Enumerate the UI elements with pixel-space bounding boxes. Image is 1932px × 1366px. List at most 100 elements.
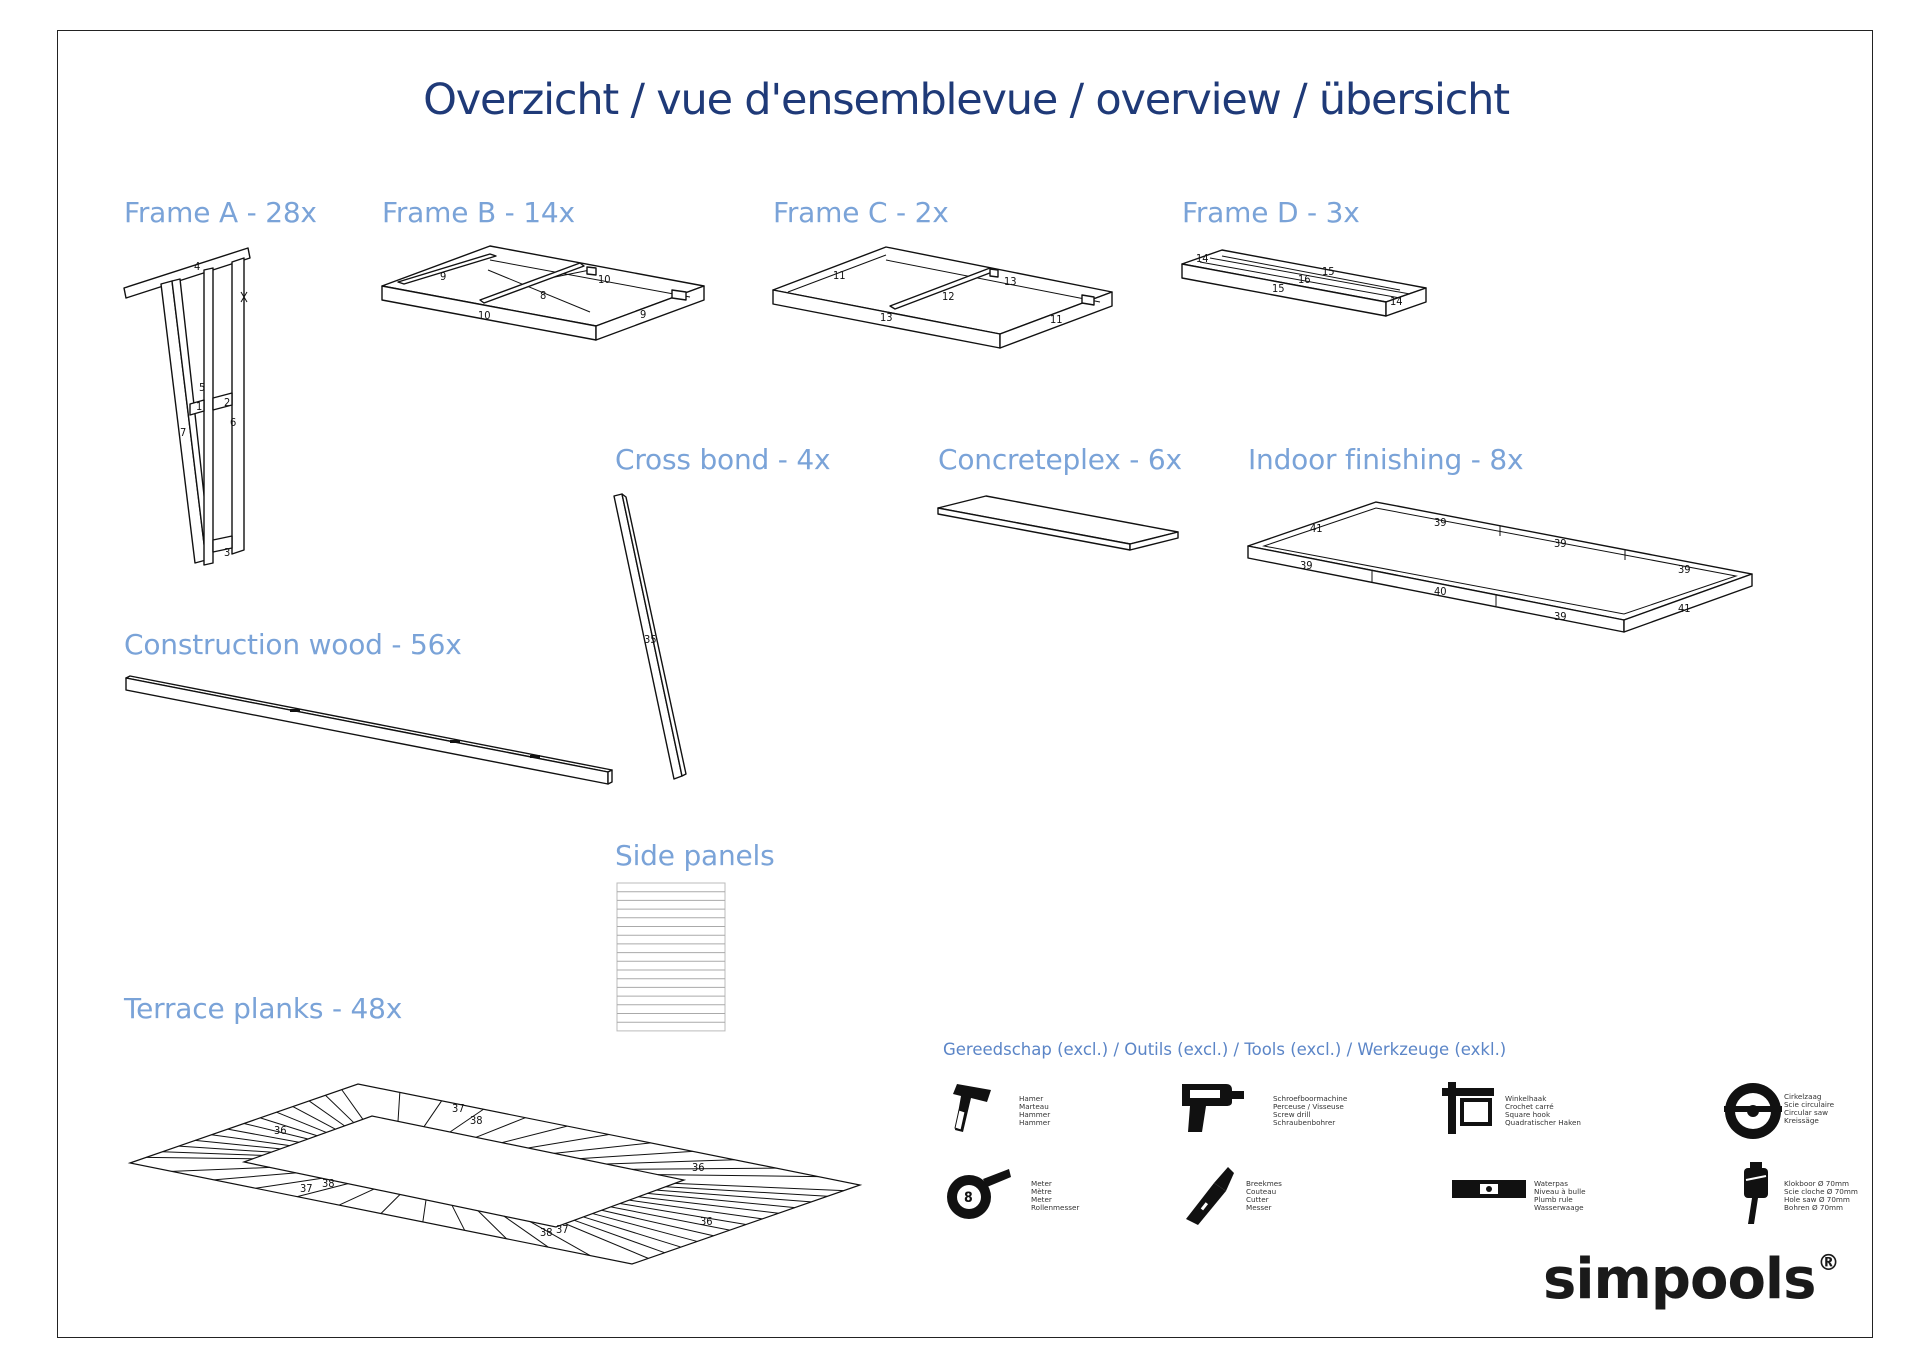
terrace-plank <box>477 1210 507 1240</box>
label-concreteplex: Concreteplex - 6x <box>938 443 1182 476</box>
terrace-plank <box>647 1192 795 1209</box>
tool-name: Hamer <box>1019 1094 1044 1103</box>
label-frame-a: Frame A - 28x <box>124 196 317 229</box>
terrace-plank <box>397 1092 401 1122</box>
tool-name: Scie circulaire <box>1784 1100 1835 1109</box>
tool-name: Square hook <box>1505 1110 1551 1119</box>
tool-name: Circular saw <box>1784 1108 1828 1117</box>
frame-b-drawing: 9 10 8 10 9 <box>381 245 705 341</box>
terrace-num: 36 <box>700 1215 713 1228</box>
frame-d-num: 14 <box>1196 252 1209 265</box>
tool-name: Marteau <box>1019 1102 1049 1111</box>
tool-name: Quadratischer Haken <box>1505 1118 1581 1127</box>
square-icon <box>1442 1082 1494 1134</box>
terrace-plank <box>227 1128 299 1143</box>
page-title: Overzicht / vue d'ensemblevue / overview… <box>423 75 1510 125</box>
terrace-plank <box>171 1166 271 1172</box>
tool-name: Meter <box>1031 1195 1052 1204</box>
terrace-plank <box>619 1203 747 1225</box>
terrace-plank <box>297 1183 349 1198</box>
tape-measure-icon: 8 <box>947 1169 1011 1219</box>
terrace-num: 36 <box>274 1124 287 1137</box>
frame-b-num: 10 <box>598 273 611 286</box>
tool-name: Schraubenbohrer <box>1273 1118 1336 1127</box>
tool-name: Messer <box>1246 1203 1272 1212</box>
frame-a-num: 4 <box>194 260 200 273</box>
frame-a-num: 7 <box>180 426 186 439</box>
indoor-num: 40 <box>1434 585 1447 598</box>
terrace-plank <box>178 1145 272 1153</box>
tool-name: Wasserwaage <box>1534 1203 1584 1212</box>
indoor-num: 39 <box>1434 516 1447 529</box>
terrace-plank <box>631 1167 777 1170</box>
frame-a-num: 5 <box>199 381 205 394</box>
terrace-plank <box>553 1142 651 1154</box>
label-frame-c: Frame C - 2x <box>773 196 949 229</box>
terrace-plank <box>338 1188 375 1206</box>
terrace-plank <box>213 1172 297 1181</box>
frame-a-num: 1 <box>196 400 202 413</box>
registered-mark: ® <box>1817 1251 1839 1276</box>
terrace-plank <box>503 1215 549 1248</box>
frame-a-drawing: 4 5 1 2 6 7 3 <box>123 247 251 566</box>
terrace-num: 37 <box>300 1182 313 1195</box>
terrace-plank <box>475 1117 526 1138</box>
indoor-num: 39 <box>1300 559 1313 572</box>
sheet-border <box>57 30 1873 1338</box>
frame-b-num: 9 <box>440 270 446 283</box>
tool-name: Perceuse / Visseuse <box>1273 1102 1344 1111</box>
label-side-panels: Side panels <box>615 839 775 872</box>
tool-name: Breekmes <box>1246 1179 1282 1188</box>
hammer-icon <box>953 1084 991 1132</box>
frame-b-num: 8 <box>540 289 546 302</box>
terrace-plank <box>255 1177 323 1189</box>
frame-a-num: 3 <box>224 546 230 559</box>
tool-name: Hammer <box>1019 1118 1051 1127</box>
terrace-plank <box>243 1123 309 1140</box>
terrace-plank <box>422 1199 427 1222</box>
brand-logo: simpools® <box>1543 1247 1839 1312</box>
svg-text:8: 8 <box>964 1190 973 1206</box>
brand-name: simpools <box>1543 1247 1816 1312</box>
tool-name: Couteau <box>1246 1187 1277 1196</box>
label-terrace-planks: Terrace planks - 48x <box>124 992 403 1025</box>
frame-a-num: 2 <box>224 396 230 409</box>
terrace-plank <box>308 1100 345 1127</box>
cross-bond-num: 35 <box>644 633 657 646</box>
terrace-plank <box>574 1219 665 1254</box>
terrace-plank <box>162 1151 263 1156</box>
frame-c-drawing: 11 13 12 13 11 <box>772 246 1113 349</box>
frame-d-num: 14 <box>1390 295 1403 308</box>
terrace-plank <box>610 1206 730 1231</box>
terrace-num: 37 <box>452 1102 465 1115</box>
terrace-plank <box>325 1094 355 1123</box>
label-indoor-finishing: Indoor finishing - 8x <box>1248 443 1524 476</box>
terrace-plank <box>657 1174 819 1178</box>
frame-d-num: 15 <box>1322 265 1335 278</box>
terrace-plank <box>292 1106 336 1130</box>
frame-d-num: 15 <box>1272 282 1285 295</box>
tool-name: Cutter <box>1246 1195 1269 1204</box>
frame-a-num: 6 <box>230 416 236 429</box>
label-cross-bond: Cross bond - 4x <box>615 443 831 476</box>
tool-name: Winkelhaak <box>1505 1094 1547 1103</box>
terrace-plank <box>211 1134 290 1147</box>
drill-icon <box>1182 1084 1244 1132</box>
terrace-plank <box>380 1194 401 1214</box>
terrace-num: 37 <box>556 1223 569 1236</box>
tool-name: Hammer <box>1019 1110 1051 1119</box>
spirit-level-icon <box>1452 1180 1526 1198</box>
tool-name: Crochet carré <box>1505 1102 1554 1111</box>
terrace-plank <box>601 1209 714 1237</box>
tool-name: Mètre <box>1031 1187 1052 1196</box>
terrace-plank <box>529 1221 591 1257</box>
side-panels-drawing <box>616 882 726 1032</box>
frame-c-num: 12 <box>942 290 955 303</box>
tool-name: Bohren Ø 70mm <box>1784 1203 1844 1212</box>
terrace-plank <box>276 1111 327 1133</box>
indoor-finishing-drawing: 41 39 39 39 39 40 39 41 <box>1247 501 1753 633</box>
terrace-plank <box>146 1156 254 1160</box>
indoor-num: 39 <box>1554 537 1567 550</box>
